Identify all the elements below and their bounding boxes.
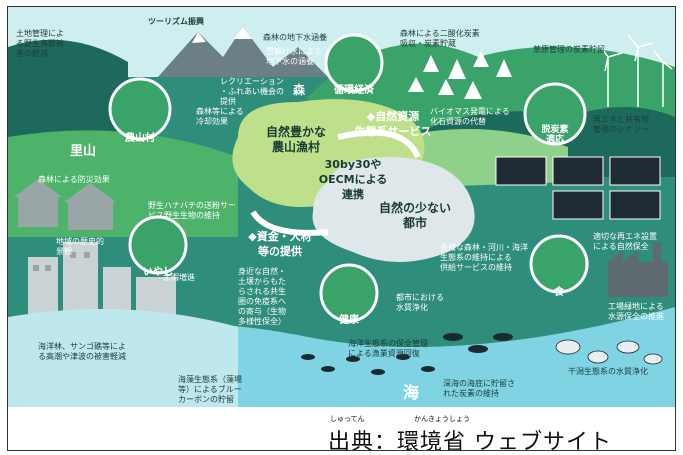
co2-absorption-label: 森林による二酸化炭素 吸収・炭素貯蔵 [400,29,480,48]
circular-economy-label: 循環経済 [334,85,374,96]
immune-contribution-label: 身近な自然・ 土壌からもた らされる共生 圏の免疫系へ の寄与（生物 多様性保全… [238,267,286,326]
pollinator-label: 野生ハナバチの送粉サー ビス野生生物の維持 [148,201,236,220]
healing-label: いやし [143,267,173,278]
nature-rich-village: 自然豊かな 農山漁村 [265,125,326,154]
fisheries-label: 海洋生態系の保全管理 による漁業資源回復 [348,339,428,358]
oecm-cooperation: 30by30や OECMによる 連携 [318,158,388,201]
blue-carbon-label: 海藻生態系（藻場 等）によるブルー カーボンの貯留 [178,375,242,404]
groundwater-label: 森林の地下水涵養 [263,33,327,42]
satoyama-label: 里山 [70,144,97,159]
cooling-label: 森林等による 冷却効果 [196,107,244,126]
city-with-little-nature: 自然の少ない 都市 [378,201,451,230]
ruby-source: しゅってん [330,415,365,423]
funding-provision: ◆資金・人材 等の提供 [248,230,312,258]
coral-label: 海洋林、サンゴ礁等によ る高潮や津波の被害軽減 [38,342,126,361]
illustration: 土地管理によ る野生鳥獣被 害の軽減 ツーリズム振興 レクリエーション ・ふれあ… [8,7,675,407]
hill-left [8,39,128,157]
flow-arrow [337,129,421,159]
tideflat-label: 干潟生態系の水質浄化 [568,367,648,376]
factory-label: 工場緑地による 水源保全の推進 [608,302,664,321]
forest-label: 森 [293,83,306,97]
sea-label: 海 [403,383,420,402]
urban-water-label: 都市における 水質浄化 [396,293,444,312]
landscape-label: 地域の歴史的 景観 [56,237,104,256]
satoyama-meadow [8,130,238,237]
shells [555,339,663,365]
renewable-synergy-label: 再エネと共有地 管理のシナジー [593,115,649,134]
solar-panels [495,156,661,220]
deep-sea-label: 深海の海底に貯留さ れた炭素の維持 [443,379,515,398]
ruby-ministry: かんきょうしょう [414,415,470,423]
houses [14,179,116,230]
snow-cap [234,27,252,39]
leisure-label: 余暇増進 [163,273,195,282]
provisioning-services-label: 多様な森林・河川・海洋 生態系の維持による 供給サービスの維持 [440,243,528,272]
flow-arrow [250,210,329,236]
rural-village-label: 農山村 [125,133,155,144]
factory [608,242,668,297]
snow-cap [192,32,206,43]
solar-label: 適切な再エネ設置 による自然保全 [593,232,657,251]
grassland-carbon-label: 草原管理の炭素貯留 [533,45,605,54]
source-credit: しゅってん かんきょうしょう 出典：環境省 ウェブサイト [328,414,673,451]
coast [8,309,238,407]
theme-circles [108,33,589,323]
figure-frame: 土地管理によ る野生鳥獣被 害の軽減 ツーリズム振興 レクリエーション ・ふれあ… [7,6,676,451]
food-label: 食 [554,287,564,298]
city-building-windows [33,252,90,271]
wind-turbines [597,34,673,107]
recreation-label: レクリエーション ・ふれあい機会の 提供 [220,77,284,106]
decarbon-label: 脱炭素 適応 [541,125,569,145]
health-label: 健康 [339,315,359,326]
source-text: 出典：環境省 ウェブサイト [328,430,612,451]
biomass-label: バイオマス発電による 化石資源の代替 [430,107,510,126]
forest-trees [408,51,512,99]
land-management-label: 土地管理によ る野生鳥獣被 害の軽減 [16,29,64,58]
ecosystem-services: ◆自然資源 生態系サービス [354,110,432,138]
landscape-art [8,7,675,407]
city-cloud [312,157,475,262]
disaster-prevention-label: 森林による防災効果 [38,175,110,184]
snowmelt-label: 雪解け水による 地下水の涵養 [266,47,322,66]
fish-school [301,333,513,375]
tourism-label: ツーリズム振興 [148,17,204,26]
